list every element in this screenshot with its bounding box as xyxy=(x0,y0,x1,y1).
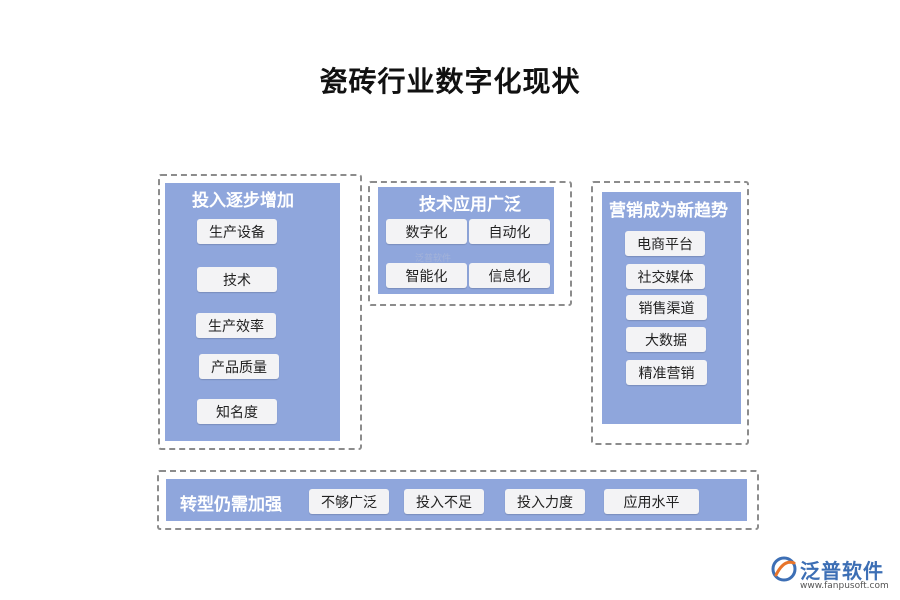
investment-heading: 投入逐步增加 xyxy=(192,191,294,211)
brand-watermark: 泛普软件 xyxy=(415,254,452,264)
technology-item: 智能化 xyxy=(386,263,467,288)
brand-logo: 泛普软件 www.fanpusoft.com xyxy=(770,553,895,595)
transformation-heading: 转型仍需加强 xyxy=(180,495,282,515)
fanpu-logo-icon xyxy=(771,556,797,582)
investment-item: 生产效率 xyxy=(196,313,276,338)
marketing-item: 精准营销 xyxy=(626,360,707,385)
technology-item: 自动化 xyxy=(469,219,550,244)
page-title: 瓷砖行业数字化现状 xyxy=(319,65,581,98)
technology-item: 数字化 xyxy=(386,219,467,244)
investment-item: 知名度 xyxy=(197,399,277,424)
brand-url: www.fanpusoft.com xyxy=(800,581,889,591)
investment-item: 技术 xyxy=(197,267,277,292)
marketing-item: 电商平台 xyxy=(625,231,705,256)
marketing-item: 社交媒体 xyxy=(626,264,705,289)
transformation-item: 投入不足 xyxy=(404,489,484,514)
investment-group-frame xyxy=(158,174,362,450)
transformation-item: 投入力度 xyxy=(505,489,585,514)
technology-heading: 技术应用广泛 xyxy=(419,195,521,215)
transformation-group-frame xyxy=(157,470,759,530)
transformation-item: 不够广泛 xyxy=(309,489,389,514)
marketing-group-frame xyxy=(591,181,749,445)
brand-name: 泛普软件 xyxy=(800,559,884,583)
investment-item: 产品质量 xyxy=(199,354,279,379)
investment-item: 生产设备 xyxy=(197,219,277,244)
technology-group-frame xyxy=(368,181,572,306)
technology-item: 信息化 xyxy=(469,263,550,288)
marketing-item: 销售渠道 xyxy=(626,295,707,320)
transformation-item: 应用水平 xyxy=(604,489,699,514)
marketing-heading: 营销成为新趋势 xyxy=(609,201,728,221)
marketing-item: 大数据 xyxy=(626,327,706,352)
